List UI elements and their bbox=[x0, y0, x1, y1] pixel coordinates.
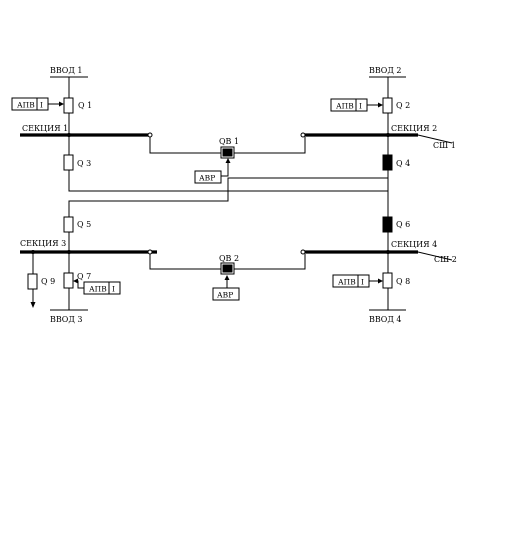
apv-q1-arrow bbox=[59, 101, 64, 107]
qb1-left-line bbox=[149, 137, 221, 154]
q4-to-q5-cross-line bbox=[68, 177, 388, 217]
breaker-q2-label: Q 2 bbox=[396, 101, 410, 110]
breaker-q6-label: Q 6 bbox=[396, 220, 410, 229]
apv-relay-q7[interactable]: АПВ I bbox=[83, 281, 121, 295]
input-1-label: ВВОД 1 bbox=[50, 66, 82, 75]
section-3-label: СЕКЦИЯ 3 bbox=[20, 239, 66, 248]
bus-2-label: СШ 2 bbox=[434, 255, 457, 264]
apv-q7-arrow bbox=[73, 278, 78, 284]
input-3-label: ВВОД 3 bbox=[50, 315, 82, 324]
bus-1-leader bbox=[417, 134, 453, 144]
breaker-qb2-label: QB 2 bbox=[219, 254, 239, 263]
qb2-left-line bbox=[149, 254, 221, 270]
apv-relay-q2-label: АПВ bbox=[336, 102, 354, 111]
apv-relay-q1-mark: I bbox=[40, 101, 43, 110]
avr-relay-qb2-label: АВР bbox=[217, 291, 233, 300]
breaker-q7[interactable] bbox=[63, 272, 74, 289]
breaker-q2[interactable] bbox=[382, 97, 393, 114]
avr-relay-qb2-box bbox=[212, 287, 240, 301]
breaker-q3[interactable] bbox=[63, 154, 74, 171]
section-2-label: СЕКЦИЯ 2 bbox=[391, 124, 437, 133]
apv-q2-arrow bbox=[378, 102, 383, 108]
avr-relay-qb1[interactable]: АВР bbox=[194, 170, 222, 184]
bus-1-label: СШ 1 bbox=[433, 141, 456, 150]
avr-relay-qb1-box bbox=[194, 170, 222, 184]
avr-relay-qb1-label: АВР bbox=[199, 174, 215, 183]
breaker-qb2-contact bbox=[222, 264, 233, 273]
breaker-q4-label: Q 4 bbox=[396, 159, 410, 168]
q3-cross-line bbox=[68, 170, 388, 192]
breaker-q5[interactable] bbox=[63, 216, 74, 233]
breaker-q9-label: Q 9 bbox=[41, 277, 55, 286]
breaker-q6[interactable] bbox=[382, 216, 393, 233]
breaker-q3-label: Q 3 bbox=[77, 159, 91, 168]
breaker-q5-label: Q 5 bbox=[77, 220, 91, 229]
section-4-label: СЕКЦИЯ 4 bbox=[391, 240, 437, 249]
avr-qb1-link bbox=[221, 162, 229, 177]
avr-qb1-arrow bbox=[225, 158, 231, 163]
breaker-q1-label: Q 1 bbox=[78, 101, 92, 110]
avr-qb2-arrow bbox=[224, 275, 230, 280]
input-4-label: ВВОД 4 bbox=[369, 315, 401, 324]
apv-relay-q8[interactable]: АПВ I bbox=[332, 274, 370, 288]
avr-relay-qb2[interactable]: АВР bbox=[212, 287, 240, 301]
q9-feeder-arrow bbox=[30, 302, 36, 308]
breaker-q7-label: Q 7 bbox=[77, 272, 91, 281]
breaker-q8-label: Q 8 bbox=[396, 277, 410, 286]
bus-2-leader bbox=[417, 251, 453, 261]
apv-relay-q1-label: АПВ bbox=[17, 101, 35, 110]
breaker-q8[interactable] bbox=[382, 272, 393, 289]
apv-relay-q1[interactable]: АПВ I bbox=[11, 97, 49, 111]
apv-relay-q7-label: АПВ bbox=[89, 285, 107, 294]
breaker-q4[interactable] bbox=[382, 154, 393, 171]
apv-relay-q2[interactable]: АПВ I bbox=[330, 98, 368, 112]
node-bus4-qb2 bbox=[300, 249, 306, 255]
qb1-right-line bbox=[234, 137, 306, 154]
input-2-label: ВВОД 2 bbox=[369, 66, 401, 75]
section-1-label: СЕКЦИЯ 1 bbox=[22, 124, 68, 133]
breaker-q9[interactable] bbox=[27, 273, 38, 290]
breaker-qb1-label: QB 1 bbox=[219, 137, 239, 146]
apv-relay-q2-mark: I bbox=[359, 102, 362, 111]
node-bus3-qb2 bbox=[147, 249, 153, 255]
apv-relay-q7-mark: I bbox=[112, 285, 115, 294]
apv-q8-arrow bbox=[378, 278, 383, 284]
apv-relay-q8-mark: I bbox=[361, 278, 364, 287]
breaker-qb1-contact bbox=[222, 148, 233, 157]
node-bus1-qb1 bbox=[147, 132, 153, 138]
breaker-q1[interactable] bbox=[63, 97, 74, 114]
qb2-right-line bbox=[234, 254, 306, 270]
apv-relay-q8-label: АПВ bbox=[338, 278, 356, 287]
node-bus2-qb1 bbox=[300, 132, 306, 138]
